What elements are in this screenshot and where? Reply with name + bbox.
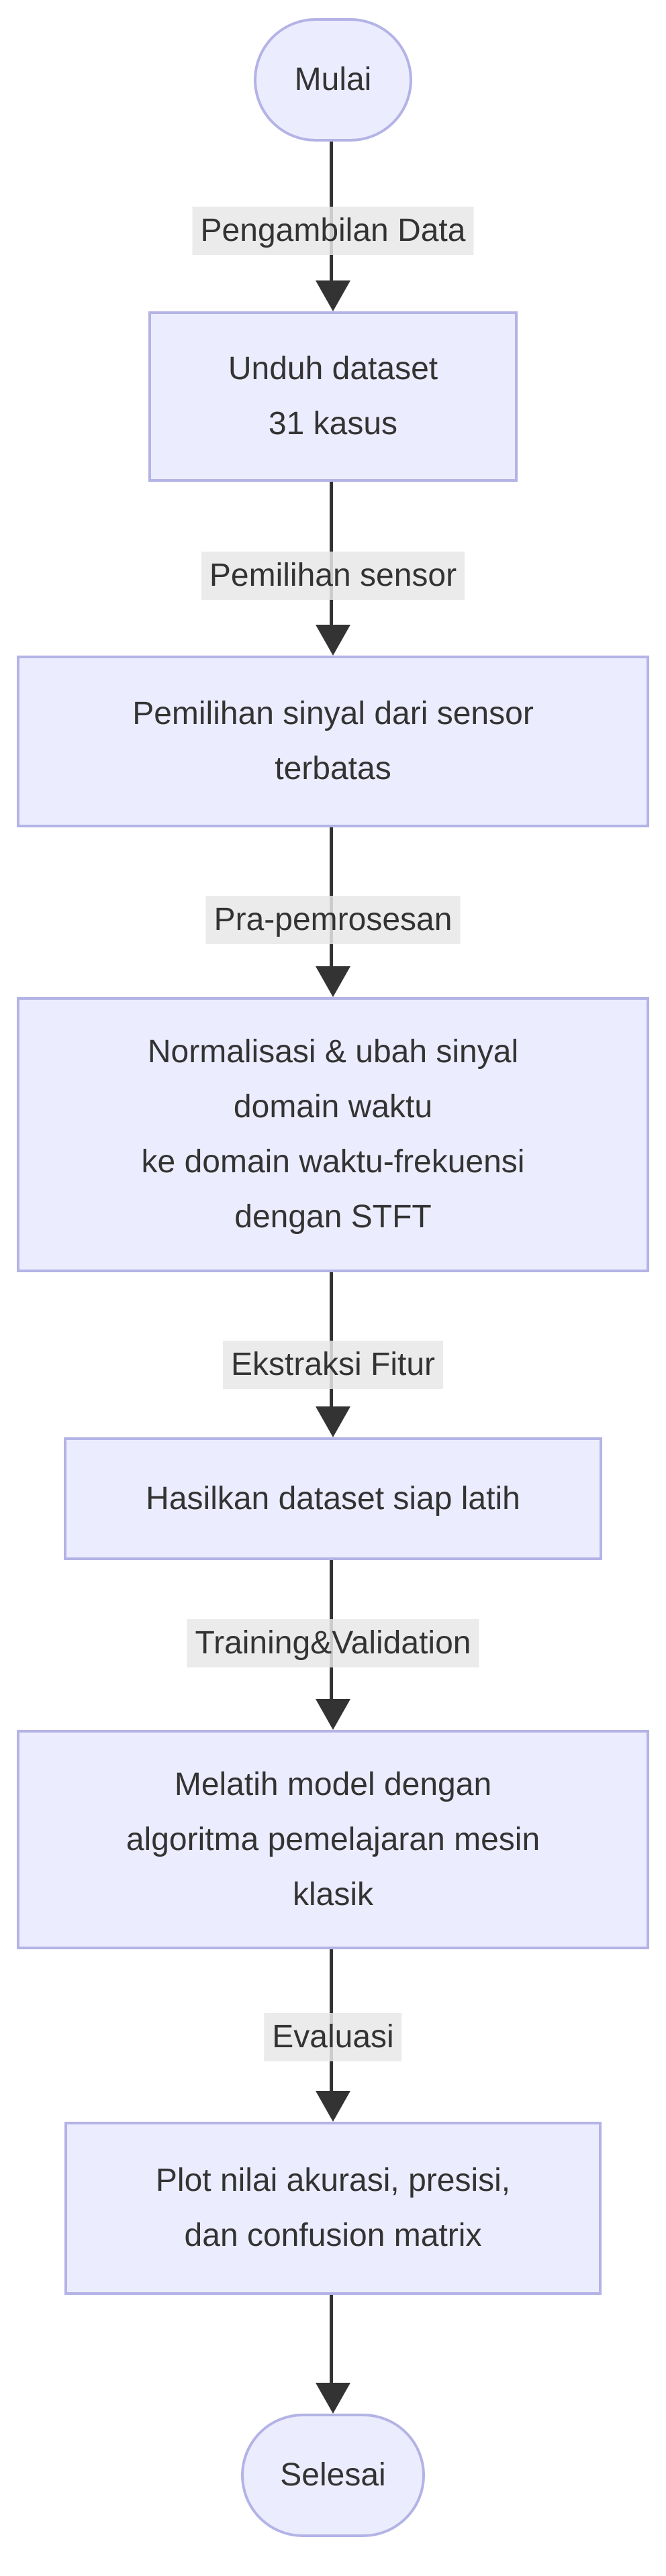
node-end-label: Selesai — [280, 2457, 386, 2493]
edge-line-7 — [330, 2295, 333, 2387]
node-melatih-model: Melatih model dengan algoritma pemelajar… — [17, 1730, 649, 1949]
edge-label-training-validation: Training&Validation — [187, 1619, 479, 1667]
arrowhead-icon — [316, 2091, 350, 2122]
node-plot-hasil: Plot nilai akurasi, presisi, dan confusi… — [64, 2122, 602, 2295]
node-unduh-dataset-label: Unduh dataset 31 kasus — [228, 351, 438, 442]
arrowhead-icon — [316, 966, 350, 997]
node-pemilihan-sinyal: Pemilihan sinyal dari sensor terbatas — [17, 656, 649, 827]
node-end: Selesai — [241, 2414, 425, 2537]
edge-label-pra-pemrosesan: Pra-pemrosesan — [205, 896, 461, 944]
node-pemilihan-sinyal-label: Pemilihan sinyal dari sensor terbatas — [132, 696, 534, 786]
arrowhead-icon — [316, 625, 350, 656]
node-hasilkan-dataset: Hasilkan dataset siap latih — [64, 1437, 602, 1560]
node-normalisasi-stft: Normalisasi & ubah sinyal domain waktu k… — [17, 997, 649, 1272]
arrowhead-icon — [316, 280, 350, 311]
edge-label-pengambilan-data: Pengambilan Data — [192, 207, 474, 255]
node-unduh-dataset: Unduh dataset 31 kasus — [148, 311, 518, 482]
node-melatih-model-label: Melatih model dengan algoritma pemelajar… — [126, 1766, 540, 1912]
arrowhead-icon — [316, 2383, 350, 2414]
arrowhead-icon — [316, 1699, 350, 1730]
node-plot-hasil-label: Plot nilai akurasi, presisi, dan confusi… — [155, 2163, 511, 2253]
node-start: Mulai — [254, 18, 412, 142]
edge-label-pemilihan-sensor: Pemilihan sensor — [201, 552, 465, 600]
node-normalisasi-stft-label: Normalisasi & ubah sinyal domain waktu k… — [141, 1034, 525, 1235]
node-start-label: Mulai — [294, 62, 372, 97]
arrowhead-icon — [316, 1406, 350, 1437]
edge-label-evaluasi: Evaluasi — [264, 2013, 402, 2061]
node-hasilkan-dataset-label: Hasilkan dataset siap latih — [146, 1480, 520, 1516]
edge-label-ekstraksi-fitur: Ekstraksi Fitur — [222, 1341, 444, 1389]
